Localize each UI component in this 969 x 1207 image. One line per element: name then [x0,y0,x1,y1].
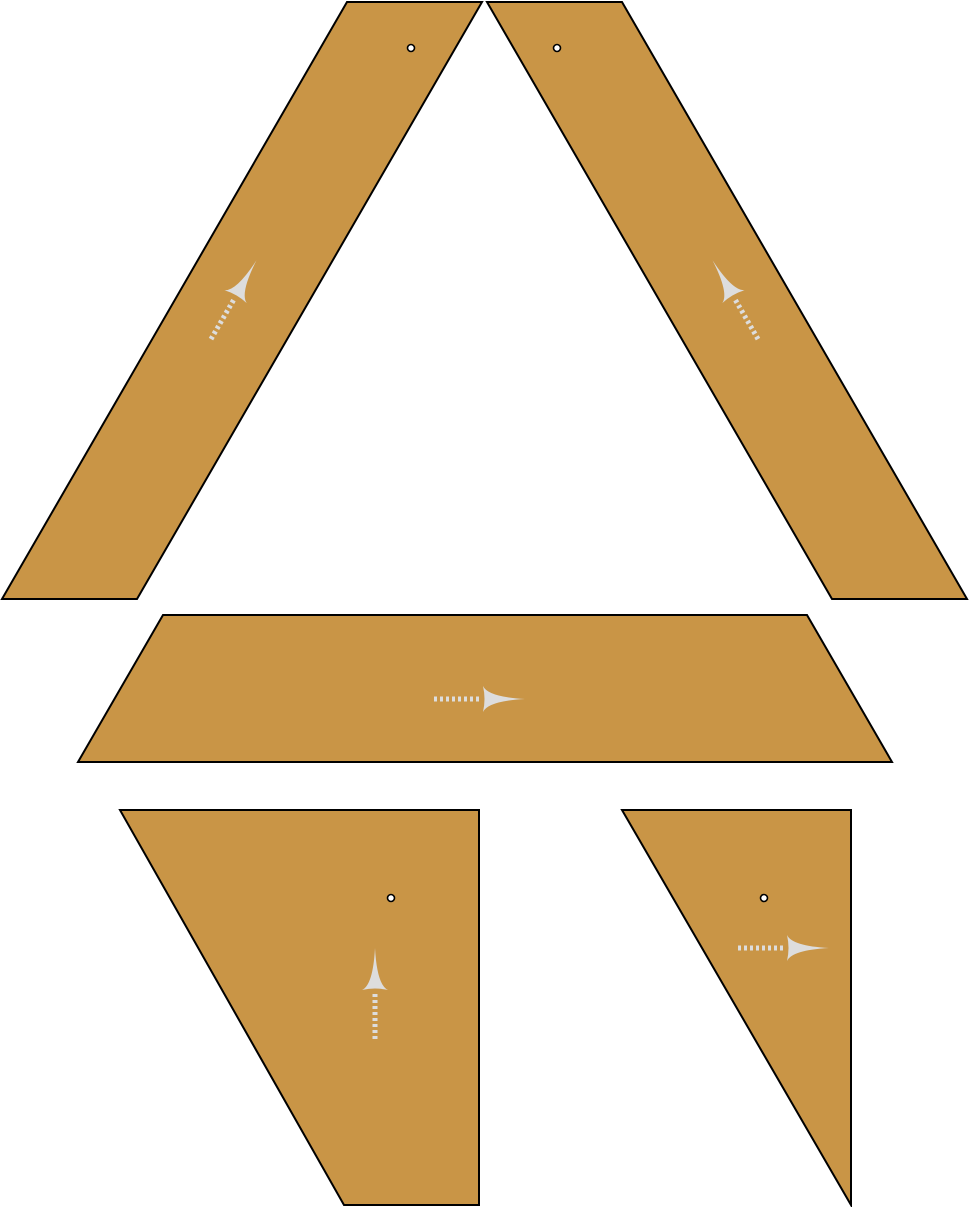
right-diagonal-strip-direction-arrow-icon [712,260,761,341]
bottom-left-trapezoid-piece[interactable] [118,809,480,1206]
bottom-left-trapezoid-direction-arrow-icon [362,948,388,1039]
pivots-layer [386,43,769,903]
bottom-right-triangle-piece[interactable] [620,809,852,1207]
right-diagonal-strip-pivot-point [552,43,562,53]
bottom-right-triangle-direction-arrow-icon [738,935,829,961]
left-diagonal-strip-direction-arrow-icon [208,260,257,341]
right-diagonal-strip-piece[interactable] [485,0,969,600]
bottom-left-trapezoid-pivot-point [386,893,396,903]
horizontal-trapezoid-direction-arrow-icon [434,686,525,712]
left-diagonal-strip-piece[interactable] [0,0,484,600]
arrows-layer [208,260,829,1039]
left-diagonal-strip-pivot-point [406,43,416,53]
bottom-right-triangle-pivot-point [759,893,769,903]
horizontal-trapezoid-piece[interactable] [76,614,894,763]
